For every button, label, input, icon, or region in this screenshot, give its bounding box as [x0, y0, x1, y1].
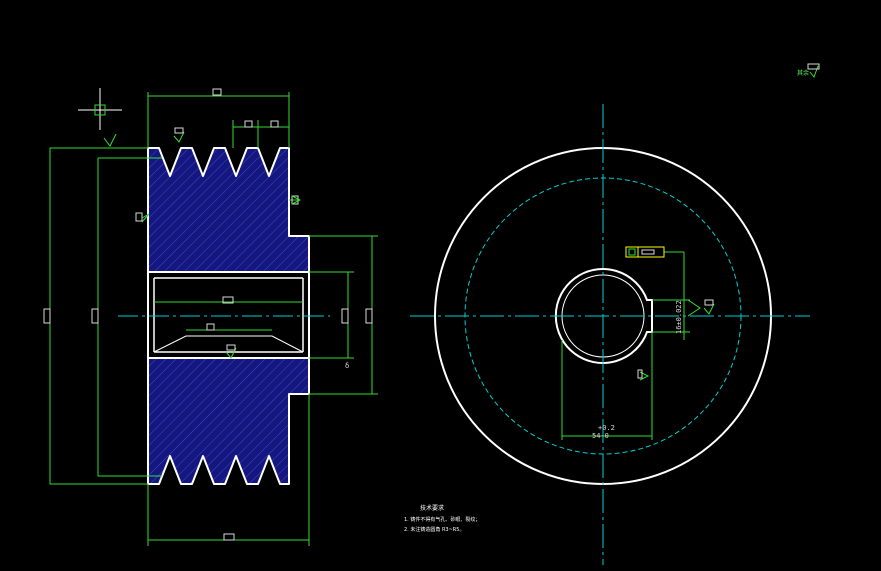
tolerance-frame-icon — [625, 246, 665, 258]
roughness-symbol-icon — [103, 127, 302, 359]
lower-hatched-section — [148, 358, 309, 484]
bore-dimension-label: δ — [345, 362, 349, 370]
notes-line-2: 2. 未注铸造圆角 R3~R5。 — [404, 526, 464, 533]
technical-notes: 技术要求 1. 铸件不得有气孔、砂眼、裂纹； 2. 未注铸造圆角 R3~R5。 — [404, 504, 480, 533]
crosshair-icon — [78, 88, 122, 130]
keyway-width-dimension: 16±0.022 — [675, 300, 683, 334]
upper-outline — [147, 147, 310, 272]
notes-line-1: 1. 铸件不得有气孔、砂眼、裂纹； — [404, 516, 480, 523]
other-surfaces-tag: 其余 — [797, 69, 809, 77]
lower-outline — [147, 358, 310, 485]
front-view: +0.2 54-0 16±0.022 — [410, 104, 810, 565]
notes-title: 技术要求 — [420, 504, 444, 512]
surface-finish-default: 其余 — [797, 63, 820, 79]
keyway-depth-nominal: 54-0 — [592, 432, 609, 440]
upper-hatched-section — [148, 148, 309, 272]
bore-with-keyway — [554, 268, 653, 364]
keyway-depth-tolerance: +0.2 — [598, 424, 615, 432]
bore-outline — [147, 271, 310, 359]
section-view: δ — [43, 88, 378, 546]
